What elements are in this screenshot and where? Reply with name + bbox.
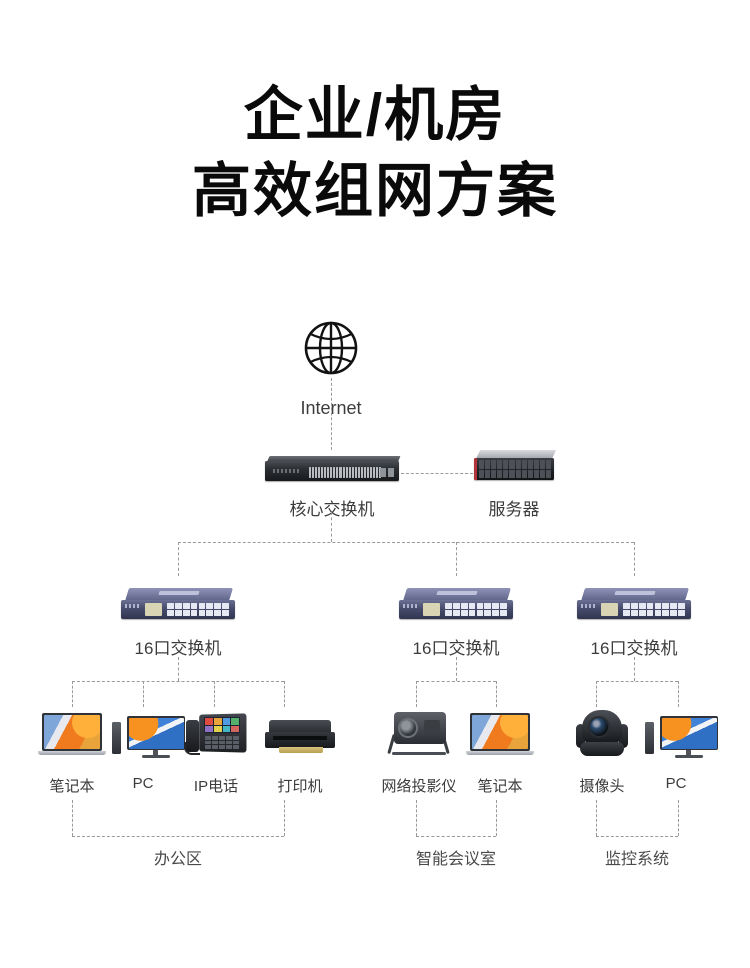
device-label-office-2: IP电话	[193, 778, 239, 795]
switch-16port-icon-right	[577, 588, 691, 620]
device-label-office-1: PC	[132, 775, 154, 792]
core-downlink-stem	[331, 512, 332, 542]
surveillance-group-base	[596, 836, 678, 837]
office-bus	[72, 681, 284, 682]
title-line-1: 企业/机房	[243, 82, 507, 148]
meeting-stem	[456, 657, 457, 681]
desktop-pc-icon-surveillance	[645, 712, 720, 759]
office-drop-3	[214, 681, 215, 707]
surveillance-stem	[634, 657, 635, 681]
core-drop-right	[634, 542, 635, 576]
core-drop-left	[178, 542, 179, 576]
switch-16port-icon-middle	[399, 588, 513, 620]
link-core-to-server	[401, 473, 473, 474]
office-stem	[178, 657, 179, 681]
group-label-office: 办公区	[153, 851, 202, 868]
laptop-icon-meeting	[466, 713, 534, 755]
core-drop-middle	[456, 542, 457, 576]
surveillance-bus	[596, 681, 678, 682]
ip-phone-icon	[184, 712, 248, 758]
switch-16port-icon-left	[121, 588, 235, 620]
server-label: 服务器	[488, 500, 540, 519]
group-label-meeting: 智能会议室	[415, 851, 496, 868]
device-label-meeting-0: 网络投影仪	[381, 778, 457, 795]
meeting-drop-1	[416, 681, 417, 707]
ptz-camera-icon	[574, 710, 630, 756]
rack-server-icon	[474, 450, 557, 482]
office-group-right-arm	[284, 800, 285, 836]
meeting-group-right-arm	[496, 800, 497, 836]
link-internet-to-core	[331, 378, 332, 450]
page-title: 企业/机房 高效组网方案	[0, 78, 750, 229]
surveillance-drop-2	[678, 681, 679, 707]
meeting-drop-2	[496, 681, 497, 707]
laptop-icon-office	[38, 713, 106, 755]
device-label-office-0: 笔记本	[49, 778, 95, 795]
office-drop-1	[72, 681, 73, 707]
device-label-surveillance-0: 摄像头	[579, 778, 625, 795]
device-label-meeting-1: 笔记本	[477, 778, 523, 795]
office-drop-2	[143, 681, 144, 707]
group-label-surveillance: 监控系统	[604, 851, 669, 868]
office-group-base	[72, 836, 284, 837]
projector-icon	[386, 710, 452, 756]
internet-label: Internet	[300, 398, 362, 418]
meeting-group-left-arm	[416, 800, 417, 836]
surveillance-drop-1	[596, 681, 597, 707]
office-group-left-arm	[72, 800, 73, 836]
meeting-group-base	[416, 836, 496, 837]
device-label-office-3: 打印机	[277, 778, 323, 795]
rack-switch-icon	[265, 455, 401, 485]
desktop-pc-icon-office	[112, 712, 187, 759]
core-downlink-bus	[178, 542, 634, 543]
globe-icon	[303, 320, 359, 381]
title-line-2: 高效组网方案	[191, 157, 558, 224]
surveillance-group-right-arm	[678, 800, 679, 836]
office-drop-4	[284, 681, 285, 707]
core-switch-label: 核心交换机	[289, 500, 375, 519]
surveillance-group-left-arm	[596, 800, 597, 836]
switch-middle-label: 16口交换机	[412, 639, 500, 658]
device-label-surveillance-1: PC	[665, 775, 687, 792]
switch-right-label: 16口交换机	[590, 639, 678, 658]
meeting-bus	[416, 681, 496, 682]
switch-left-label: 16口交换机	[134, 639, 222, 658]
printer-icon	[265, 718, 335, 756]
